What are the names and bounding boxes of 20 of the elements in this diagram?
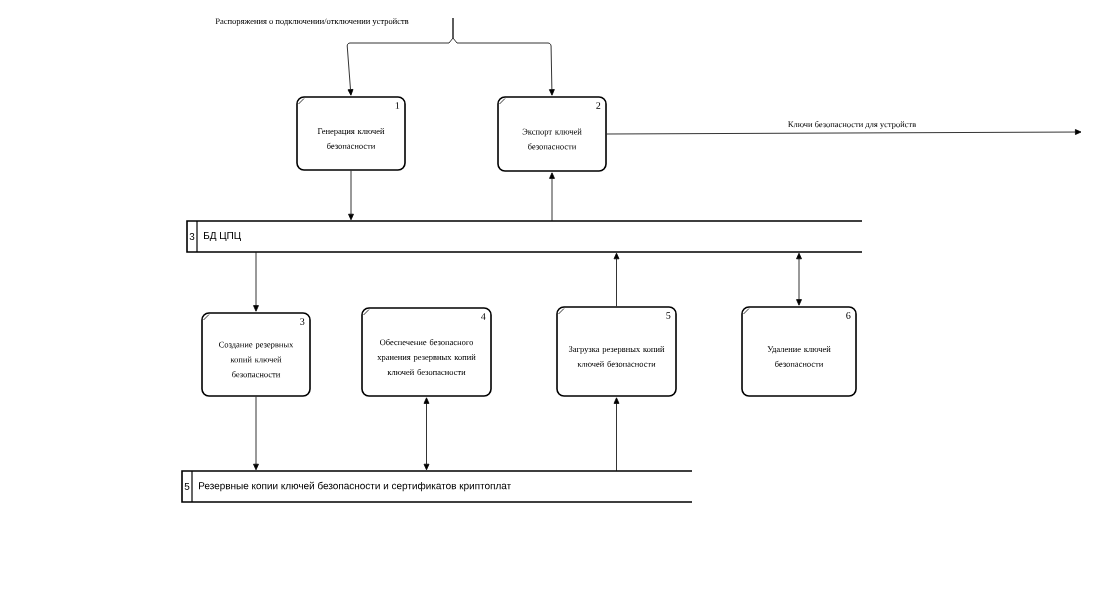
- edge-label: Ключи безопасности для устройств: [786, 120, 918, 130]
- arrow: [253, 396, 259, 471]
- process-box: 2 Экспорт ключей безопасности: [497, 96, 607, 172]
- arrow: [613, 397, 620, 472]
- process-box: 4 Обеспечение безопасного хранения резервных копий ключей безопасности: [361, 307, 492, 397]
- arrow: [452, 17, 555, 96]
- arrow: [348, 170, 354, 221]
- arrow: [606, 129, 1082, 135]
- arrow: [613, 252, 620, 307]
- arrow: [549, 172, 555, 222]
- data-store: 5 Резервные копии ключей безопасности и сертификатов криптоплат: [181, 470, 693, 503]
- process-box: 3 Создание резервных копий ключей безопасности: [201, 312, 311, 397]
- arrow: [253, 251, 259, 312]
- arrow: [796, 252, 802, 306]
- process-box: 6 Удаление ключей безопасности: [741, 306, 857, 397]
- edge-label: Распоряжения о подключении/отключении устройств: [214, 17, 410, 27]
- process-box: 5 Загрузка резервных копий ключей безопасности: [556, 306, 677, 397]
- process-box: 1 Генерация ключей безопасности: [296, 96, 406, 171]
- arrow: [423, 397, 430, 471]
- data-store: 3 БД ЦПЦ: [186, 220, 863, 253]
